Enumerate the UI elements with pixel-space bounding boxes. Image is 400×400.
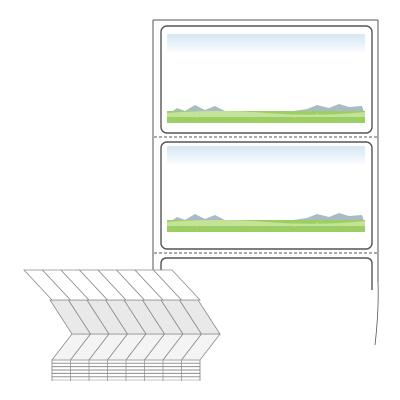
fanfold-label-stack [23, 269, 221, 381]
sky-band [167, 34, 365, 54]
label-3 [160, 257, 373, 290]
label-1 [160, 25, 373, 134]
label-2 [160, 141, 373, 250]
sky-band [167, 146, 365, 166]
liner-backing [152, 19, 379, 346]
folded-label-panel [152, 269, 201, 301]
